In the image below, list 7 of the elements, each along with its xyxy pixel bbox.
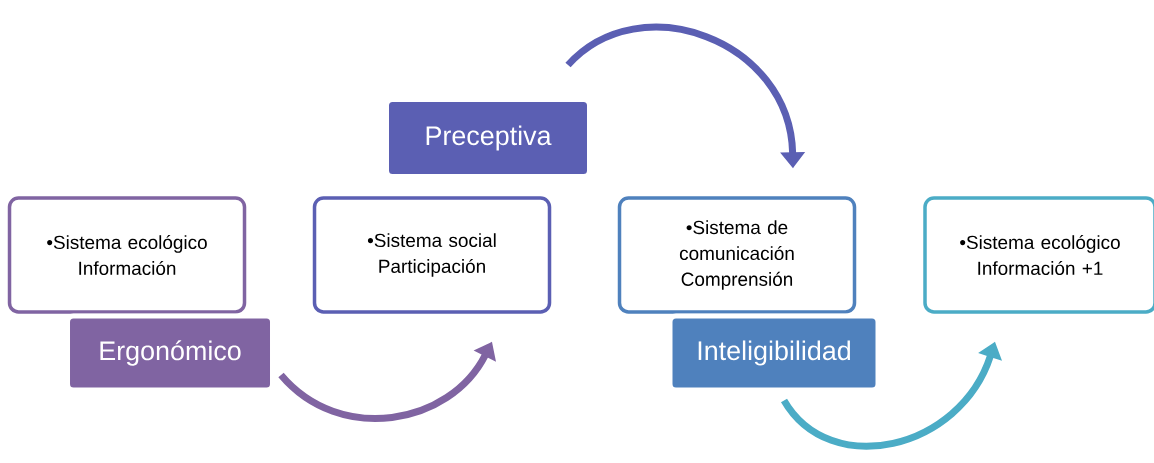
heading-box: Preceptiva xyxy=(384,97,592,179)
heading-box: Ergonómico xyxy=(65,313,275,393)
text-box: •Sistema ecológico Información +1 xyxy=(923,196,1154,314)
text-box: •Sistema de comunicación Comprensión xyxy=(617,196,857,314)
heading-box: Inteligibilidad xyxy=(667,313,881,393)
text-box: •Sistema social Participación xyxy=(312,196,552,314)
text-box: •Sistema ecológico Información xyxy=(7,196,247,314)
